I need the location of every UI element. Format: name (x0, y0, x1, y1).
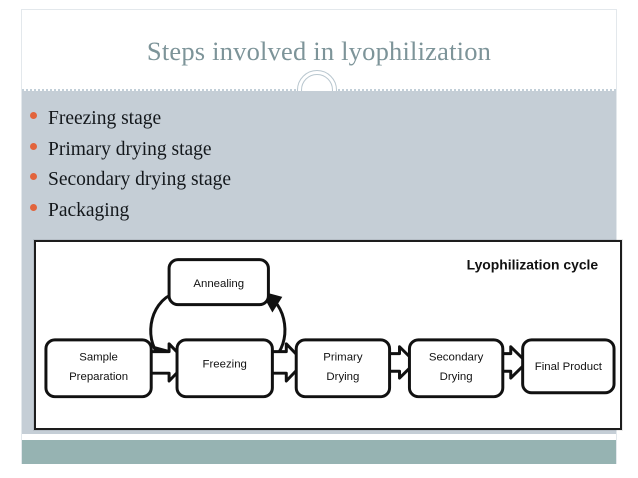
diagram-box-sample-line2: Preparation (69, 371, 128, 383)
list-item: Secondary drying stage (30, 169, 450, 200)
list-item-label: Packaging (48, 199, 130, 221)
bullet-dot-icon (30, 203, 37, 211)
lyophilization-cycle-diagram: Lyophilization cycle (34, 240, 622, 430)
diagram-box-primary-line1: Primary (323, 352, 363, 364)
list-item: Primary drying stage (30, 139, 450, 170)
diagram-box-final: Final Product (521, 338, 616, 395)
bullet-list: Freezing stage Primary drying stage Seco… (30, 108, 450, 230)
list-item-label: Freezing stage (48, 108, 162, 129)
diagram-caption: Lyophilization cycle (467, 257, 599, 272)
diagram-box-annealing-line1: Annealing (193, 278, 244, 290)
diagram-box-secondary-line2: Drying (440, 371, 473, 383)
diagram-box-primary: Primary Drying (294, 338, 392, 399)
diagram-box-annealing: Annealing (167, 258, 270, 307)
diagram-svg: Lyophilization cycle (44, 257, 616, 399)
diagram-box-freezing-line1: Freezing (203, 358, 247, 370)
diagram-box-primary-line2: Drying (326, 371, 359, 383)
page-title: Steps involved in lyophilization (146, 36, 492, 66)
diagram-box-sample: Sample Preparation (44, 338, 153, 399)
list-item-label: Secondary drying stage (48, 169, 232, 190)
slide-footer-band (22, 440, 616, 464)
list-item: Packaging (30, 200, 450, 231)
diagram-box-final-line1: Final Product (535, 361, 603, 373)
list-item-label: Primary drying stage (48, 138, 212, 160)
list-item: Freezing stage (30, 108, 450, 139)
diagram-box-secondary: Secondary Drying (407, 338, 505, 399)
diagram-box-secondary-line1: Secondary (429, 352, 484, 364)
diagram-box-freezing: Freezing (175, 338, 274, 399)
bullet-dot-icon (30, 112, 37, 119)
bullet-dot-icon (30, 173, 37, 180)
diagram-box-sample-line1: Sample (79, 352, 118, 364)
bullet-dot-icon (30, 142, 37, 150)
